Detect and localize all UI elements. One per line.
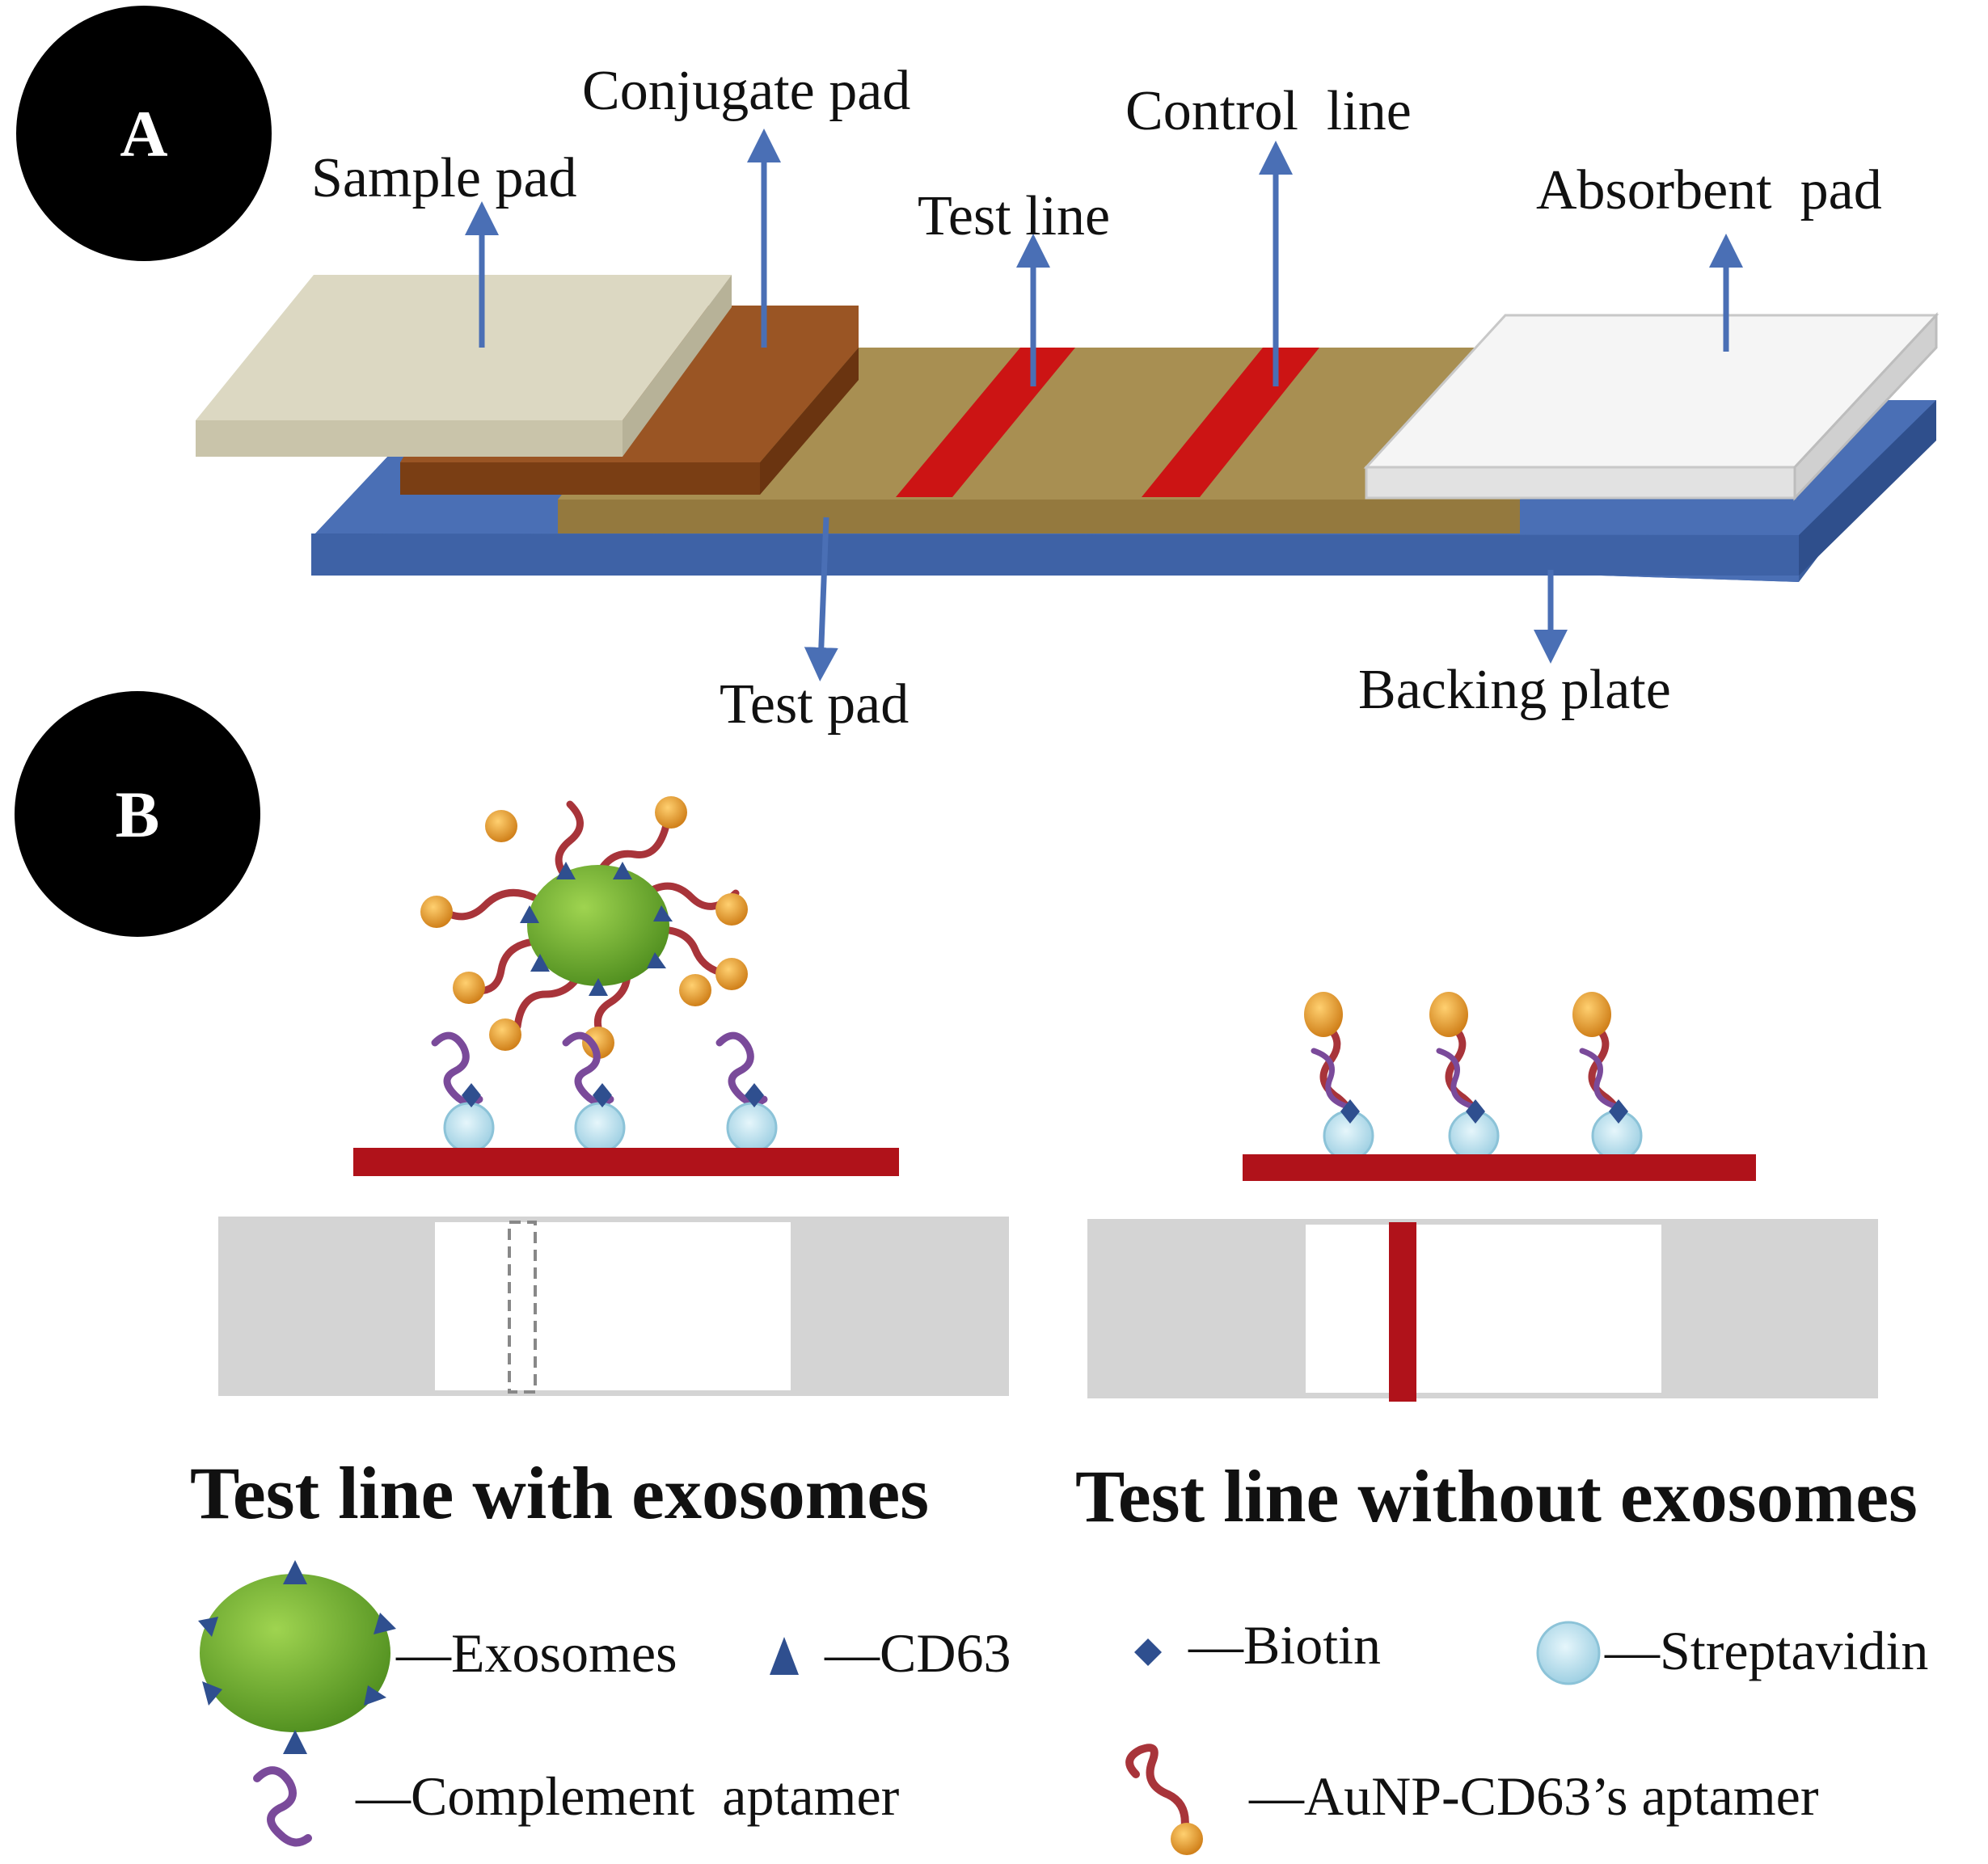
caption-without-exosomes: Test line without exosomes [1075, 1455, 1918, 1537]
right-capture-probes [1304, 992, 1643, 1162]
sample-pad-label: Sample pad [311, 147, 577, 209]
cd63-markers [520, 862, 673, 996]
badge-a [16, 6, 272, 261]
sample-pad [196, 275, 732, 457]
test-pad-arrow [804, 517, 838, 681]
legend-exosome-icon [198, 1560, 396, 1754]
test-line-label: Test line [918, 185, 1110, 247]
legend-cd63-icon [770, 1637, 799, 1675]
legend-exosomes-label: —Exosomes [395, 1622, 677, 1684]
right-strip [1087, 1219, 1878, 1402]
right-test-line-bar [1243, 1154, 1756, 1181]
control-line-label: Control line [1125, 80, 1412, 142]
left-strip [218, 1217, 1009, 1396]
panel-b: B [15, 691, 1918, 1537]
legend-streptavidin-label: —Streptavidin [1604, 1620, 1928, 1681]
badge-b [15, 691, 260, 937]
gold-nanoparticles [420, 796, 748, 1059]
badge-a-label: A [120, 97, 167, 171]
legend-complement-aptamer-icon [253, 1766, 312, 1847]
aunp-aptamer-arms [437, 800, 740, 1043]
legend-aunp-aptamer-icon [1125, 1744, 1203, 1855]
exosome-complex [420, 796, 748, 1059]
absorbent-pad [1363, 312, 1939, 501]
right-visible-test-line [1389, 1222, 1416, 1402]
conjugate-pad-label: Conjugate pad [582, 60, 910, 122]
legend: —Exosomes —CD63 —Biotin —Streptavidin —C… [198, 1560, 1928, 1855]
backing-plate-label: Backing plate [1358, 659, 1671, 721]
legend-biotin-label: —Biotin [1188, 1614, 1381, 1676]
legend-aunp-aptamer-label: —AuNP-CD63’s aptamer [1248, 1765, 1819, 1827]
panel-a: A [16, 6, 1939, 736]
legend-biotin-icon [1134, 1638, 1162, 1666]
absorbent-pad-label: Absorbent pad [1536, 159, 1882, 221]
exosome [527, 865, 669, 986]
legend-complement-aptamer-label: —Complement aptamer [355, 1765, 900, 1827]
badge-b-label: B [116, 778, 160, 851]
left-empty-test-line [508, 1221, 537, 1394]
legend-streptavidin-icon [1536, 1621, 1601, 1685]
caption-with-exosomes: Test line with exosomes [190, 1452, 929, 1534]
test-pad-label: Test pad [720, 673, 909, 736]
left-capture-probes [431, 1031, 778, 1153]
legend-cd63-label: —CD63 [824, 1622, 1011, 1684]
left-test-line-bar [353, 1148, 899, 1176]
